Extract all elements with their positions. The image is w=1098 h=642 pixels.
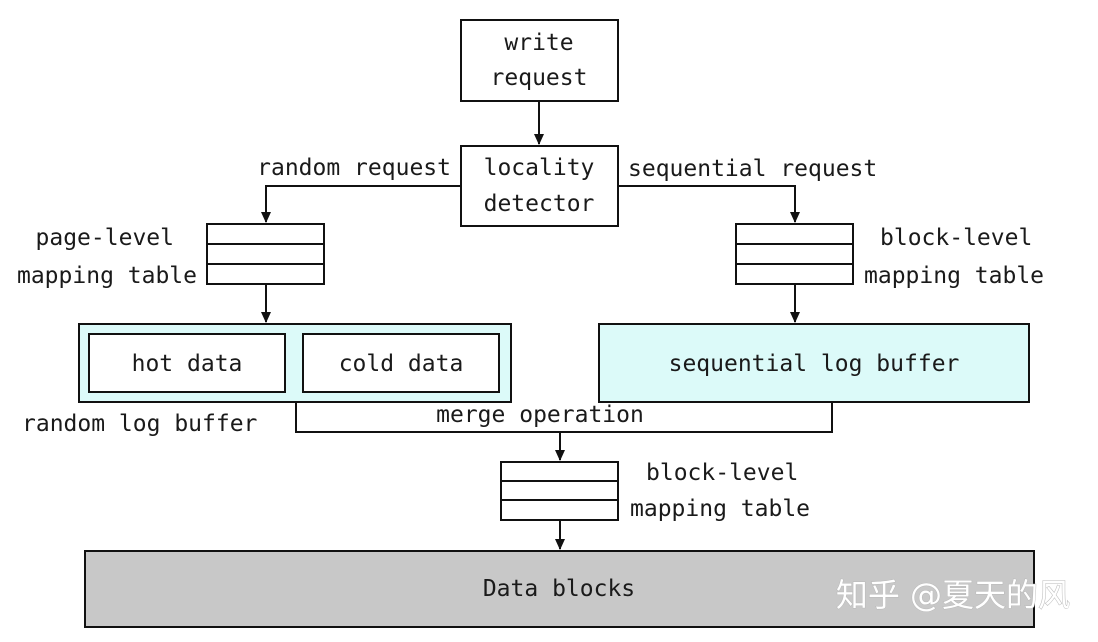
sequential-log-buffer: sequential log buffer [598, 323, 1030, 403]
sequential-log-buffer-label: sequential log buffer [669, 351, 960, 377]
block-level-mapping-table-top [735, 223, 854, 285]
locality-detector-line-2: detector [484, 191, 595, 217]
arrow-random-request [261, 185, 461, 223]
write-request-line-2: request [491, 65, 588, 91]
data-blocks-label: Data blocks [483, 576, 635, 602]
hot-data-label: hot data [132, 351, 243, 377]
merge-operation-bracket [295, 402, 833, 433]
block-level-top-label-line-1: block-level [880, 225, 1032, 251]
block-level-mapping-table-bottom [500, 461, 619, 521]
block-level-top-label-line-2: mapping table [864, 263, 1044, 289]
page-level-label-line-2: mapping table [17, 263, 197, 289]
page-level-label-line-1: page-level [36, 225, 174, 251]
cold-data-box [302, 333, 500, 393]
write-request-node: write request [460, 19, 619, 102]
locality-detector-line-1: locality [484, 155, 595, 181]
random-log-buffer-label: random log buffer [22, 411, 257, 437]
data-blocks: Data blocks [84, 550, 1035, 628]
block-level-bottom-label-line-1: block-level [646, 460, 798, 486]
merge-operation-label: merge operation [436, 402, 644, 428]
page-level-mapping-table [206, 223, 325, 285]
random-log-buffer: hot data cold data [78, 323, 512, 403]
hot-data-box [88, 333, 286, 393]
locality-detector-node: locality detector [460, 145, 619, 227]
write-request-line-1: write [504, 30, 573, 56]
cold-data-label: cold data [339, 351, 464, 377]
watermark-text: 知乎 @夏天的风 [836, 576, 1070, 614]
arrow-sequential-request [618, 185, 800, 223]
random-request-label: random request [257, 155, 451, 181]
block-level-bottom-label-line-2: mapping table [630, 496, 810, 522]
sequential-request-label: sequential request [628, 156, 877, 182]
